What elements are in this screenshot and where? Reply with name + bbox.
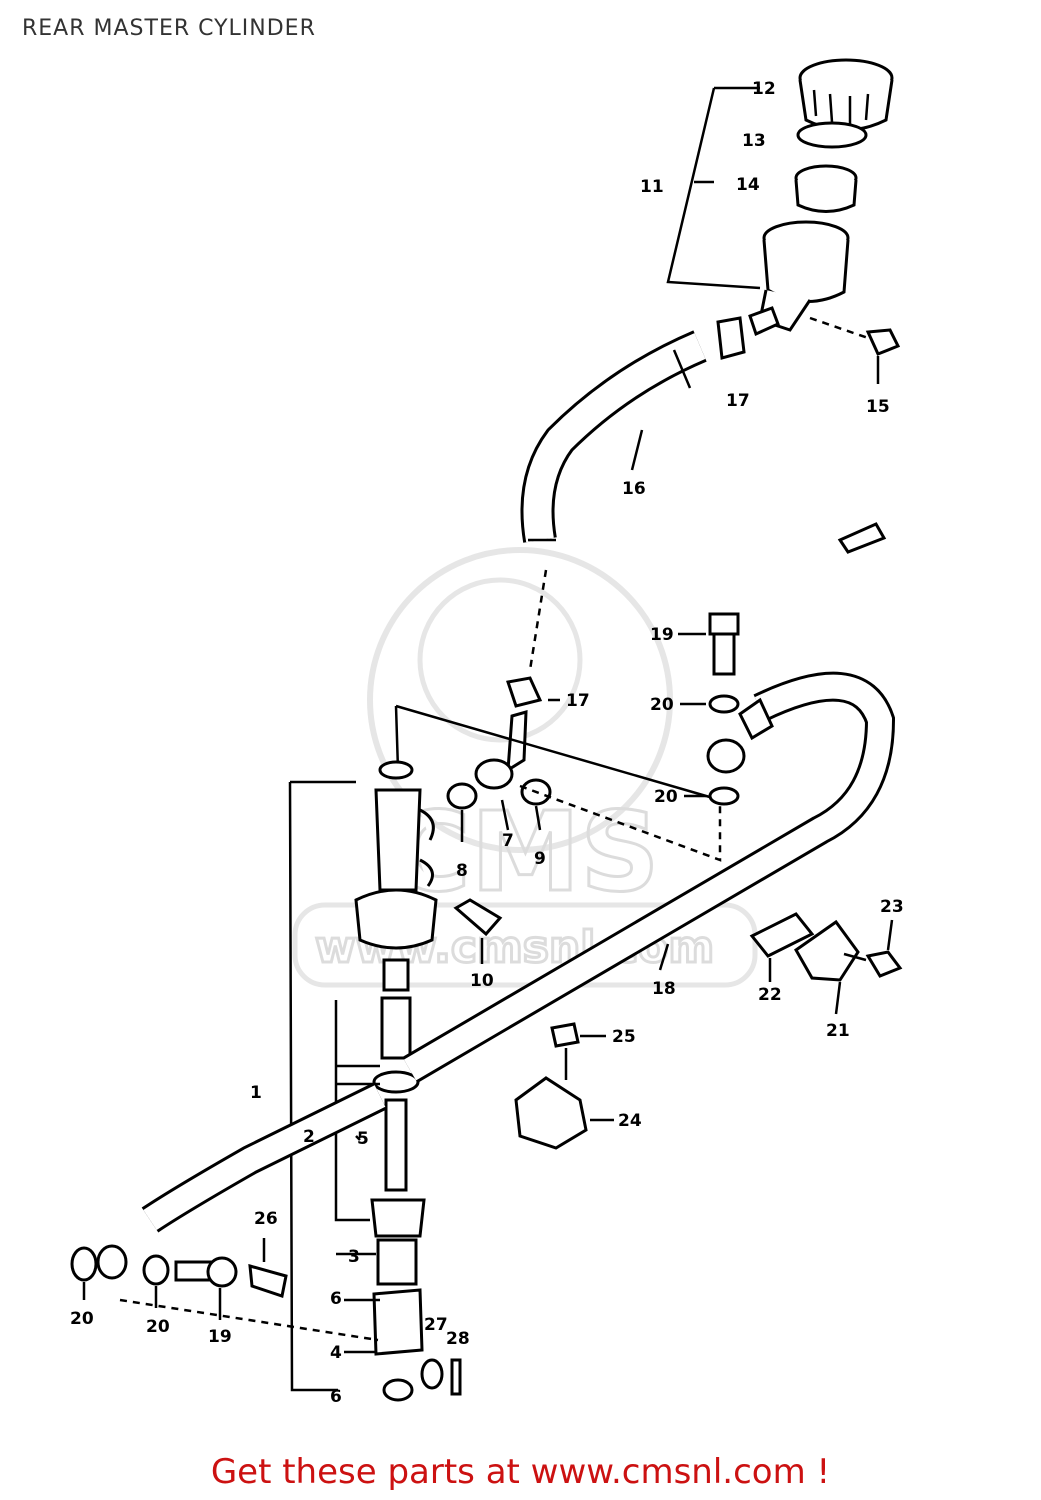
callout-27: 27 xyxy=(424,1315,448,1335)
bolt-10 xyxy=(453,898,503,964)
lower-banjo-set xyxy=(70,1238,379,1342)
callout-4: 4 xyxy=(330,1343,342,1363)
callout-labels: 1 2 3 4 5 6 6 7 8 9 10 11 12 13 14 15 16… xyxy=(70,79,904,1407)
callout-14: 14 xyxy=(736,175,760,195)
hose-18 xyxy=(96,671,896,1280)
parts-27-28 xyxy=(420,1358,462,1396)
bracket-24 xyxy=(514,1022,614,1150)
callout-6b: 6 xyxy=(330,1387,342,1407)
callout-24: 24 xyxy=(618,1111,642,1131)
callout-12: 12 xyxy=(752,79,776,99)
diagram-title: REAR MASTER CYLINDER xyxy=(22,16,316,41)
callout-9: 9 xyxy=(534,849,546,869)
callout-20d: 20 xyxy=(146,1317,170,1337)
callout-20c: 20 xyxy=(70,1309,94,1329)
callout-1: 1 xyxy=(250,1083,262,1103)
watermark-brand: CMS xyxy=(390,788,659,916)
callout-23: 23 xyxy=(880,897,904,917)
callout-18: 18 xyxy=(652,979,676,999)
callout-22: 22 xyxy=(758,985,782,1005)
callout-17b: 17 xyxy=(566,691,590,711)
callout-28: 28 xyxy=(446,1329,470,1349)
fitting-group xyxy=(394,676,722,862)
callout-5: 5 xyxy=(357,1129,369,1149)
direction-arrow-icon xyxy=(837,522,887,554)
master-cylinder-body xyxy=(288,760,438,1402)
callout-20a: 20 xyxy=(650,695,674,715)
callout-2: 2 xyxy=(303,1127,315,1147)
callout-3: 3 xyxy=(348,1247,360,1267)
callout-26: 26 xyxy=(254,1209,278,1229)
hose-16 xyxy=(520,316,746,671)
callout-10: 10 xyxy=(470,971,494,991)
bolt-19-upper xyxy=(678,612,740,806)
callout-6a: 6 xyxy=(330,1289,342,1309)
callout-20b: 20 xyxy=(654,787,678,807)
callout-19a: 19 xyxy=(650,625,674,645)
callout-16: 16 xyxy=(622,479,646,499)
reservoir-assembly xyxy=(666,58,894,337)
callout-15: 15 xyxy=(866,397,890,417)
footer-promo-link[interactable]: Get these parts at www.cmsnl.com ! xyxy=(210,1452,831,1492)
callout-7: 7 xyxy=(502,831,514,851)
callout-21: 21 xyxy=(826,1021,850,1041)
bolt-15 xyxy=(809,316,901,384)
callout-25: 25 xyxy=(612,1027,636,1047)
callout-17a: 17 xyxy=(726,391,750,411)
callout-13: 13 xyxy=(742,131,766,151)
callout-11: 11 xyxy=(640,177,664,197)
bracket-group xyxy=(749,912,903,1015)
callout-19b: 19 xyxy=(208,1327,232,1347)
callout-8: 8 xyxy=(456,861,468,881)
